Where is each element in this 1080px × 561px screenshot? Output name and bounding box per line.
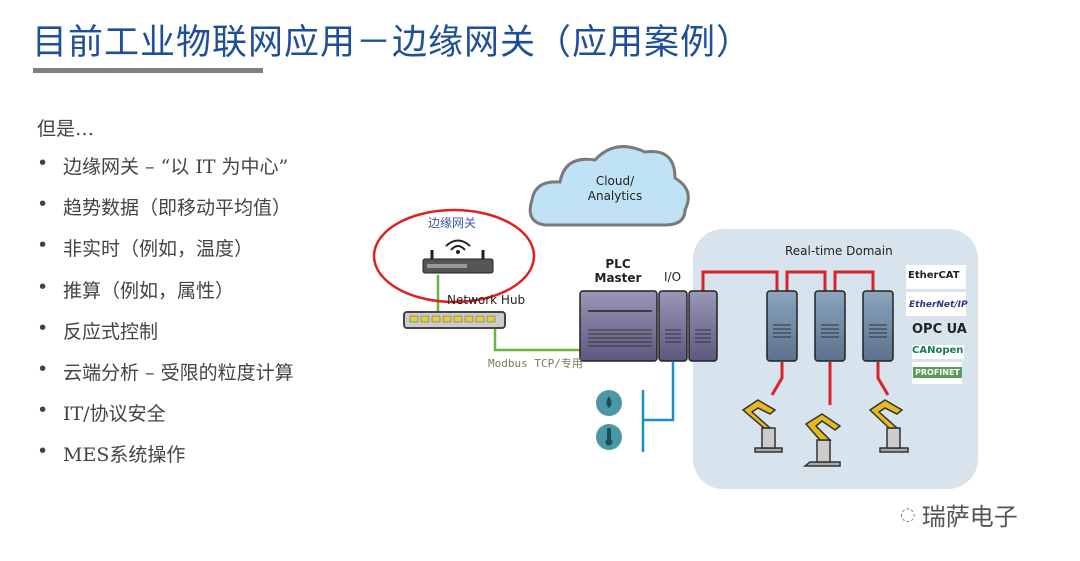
modbus-label: Modbus TCP/专用 [488, 357, 583, 370]
protocol-profinet: PROFINET [913, 367, 962, 378]
drive-devices [766, 290, 894, 362]
highlight-circle [372, 208, 536, 304]
sensor-bus [641, 362, 675, 452]
robot-arm-icons [741, 399, 909, 467]
cloud-shape [528, 145, 690, 227]
router-icon [422, 239, 494, 274]
intro-text: 但是… [37, 118, 95, 140]
bullet-item: •IT/协议安全 [37, 399, 166, 426]
protocol-ethercat: EtherCAT [908, 270, 960, 281]
plc-master-device [579, 290, 718, 362]
bullet-item: •MES系统操作 [37, 440, 186, 467]
io-label: I/O [664, 270, 682, 284]
bullet-item: •边缘网关 – “以 IT 为中心” [37, 152, 289, 178]
watermark: ◌瑞萨电子 [900, 503, 1018, 531]
protocol-ethernetip: EtherNet/IP [909, 300, 968, 310]
bullet-item: •推算（例如，属性） [37, 275, 235, 302]
edge-gateway-label: 边缘网关 [428, 216, 477, 230]
bullet-item: •反应式控制 [37, 316, 159, 343]
bullet-item: •云端分析 – 受限的粒度计算 [37, 357, 294, 384]
slide-title: 目前工业物联网应用－边缘网关（应用案例） [32, 23, 753, 63]
realtime-bus [701, 270, 890, 405]
bullet-item: •趋势数据（即移动平均值） [37, 193, 292, 220]
network-hub-label: Network Hub [447, 293, 526, 307]
bullet-list: •边缘网关 – “以 IT 为中心” •趋势数据（即移动平均值） •非实时（例如… [37, 152, 294, 482]
realtime-domain-label: Real-time Domain [785, 244, 893, 258]
title-underline [33, 68, 263, 73]
protocol-canopen: CANopen [912, 345, 964, 356]
wechat-icon: ◌ [900, 504, 916, 525]
network-hub-icon [403, 311, 506, 329]
bullet-item: •非实时（例如，温度） [37, 234, 254, 261]
protocol-opcua: OPC UA [912, 322, 967, 337]
cloud-label: Cloud/Analytics [587, 174, 643, 203]
